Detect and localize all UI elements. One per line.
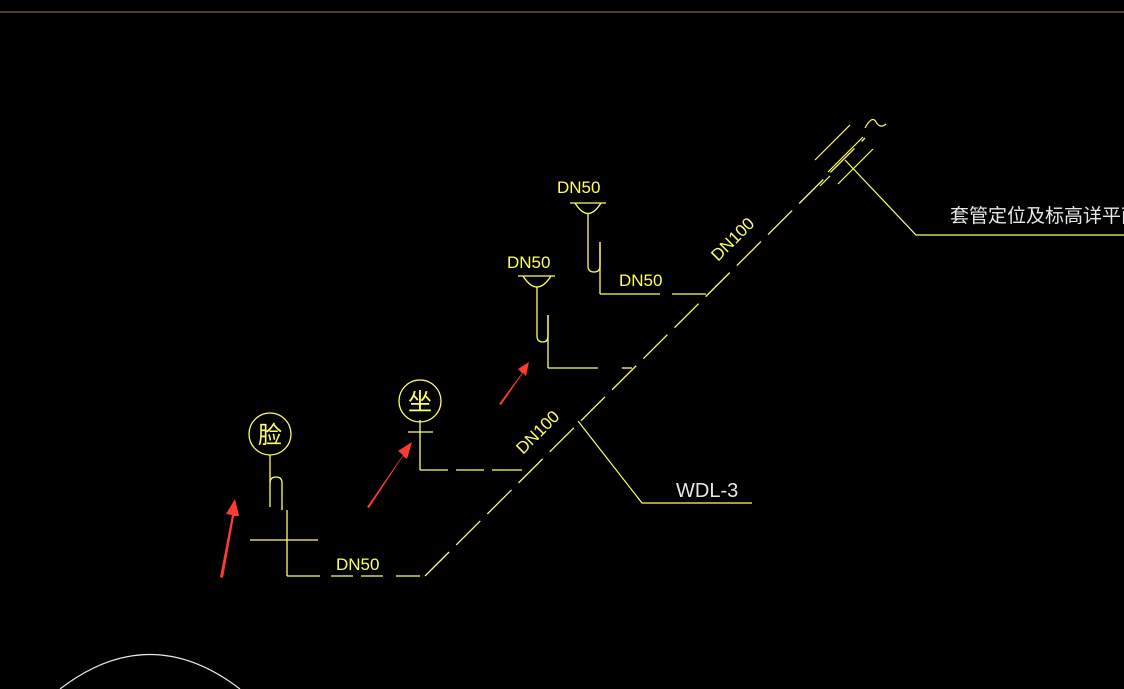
basin-symbol-label: 脸 [258,421,282,449]
branch-bottom-size-label: DN50 [336,555,379,574]
main-pipe-upper-label: DN100 [707,214,758,265]
branch-middle-size-label: DN50 [619,271,662,290]
riser-tag-label: WDL-3 [676,480,738,502]
partial-circle-arc [59,654,241,689]
basin-branch-pipe [250,455,420,577]
fixture-mid-size-label: DN50 [507,253,550,272]
toilet-symbol[interactable]: 坐 [398,379,442,423]
sleeve-note-label: 套管定位及标高详平面 [950,205,1124,227]
red-arrow-basin [220,499,239,578]
top-fixture-pipe [570,202,706,295]
fixture-top-size-label: DN50 [557,178,600,197]
red-arrow-toilet [367,442,412,508]
main-pipe-lower-label: DN100 [512,407,563,458]
middle-fixture-pipe [518,275,632,369]
pipe-break-symbol [814,118,887,187]
red-arrow-fixture [499,362,529,405]
toilet-branch-pipe [408,420,522,471]
sleeve-note-leader [844,159,1124,236]
main-drain-pipe[interactable] [424,137,866,577]
riser-tag-leader [577,420,752,504]
toilet-symbol-label: 坐 [408,388,432,416]
wash-basin-symbol[interactable]: 脸 [248,412,292,456]
